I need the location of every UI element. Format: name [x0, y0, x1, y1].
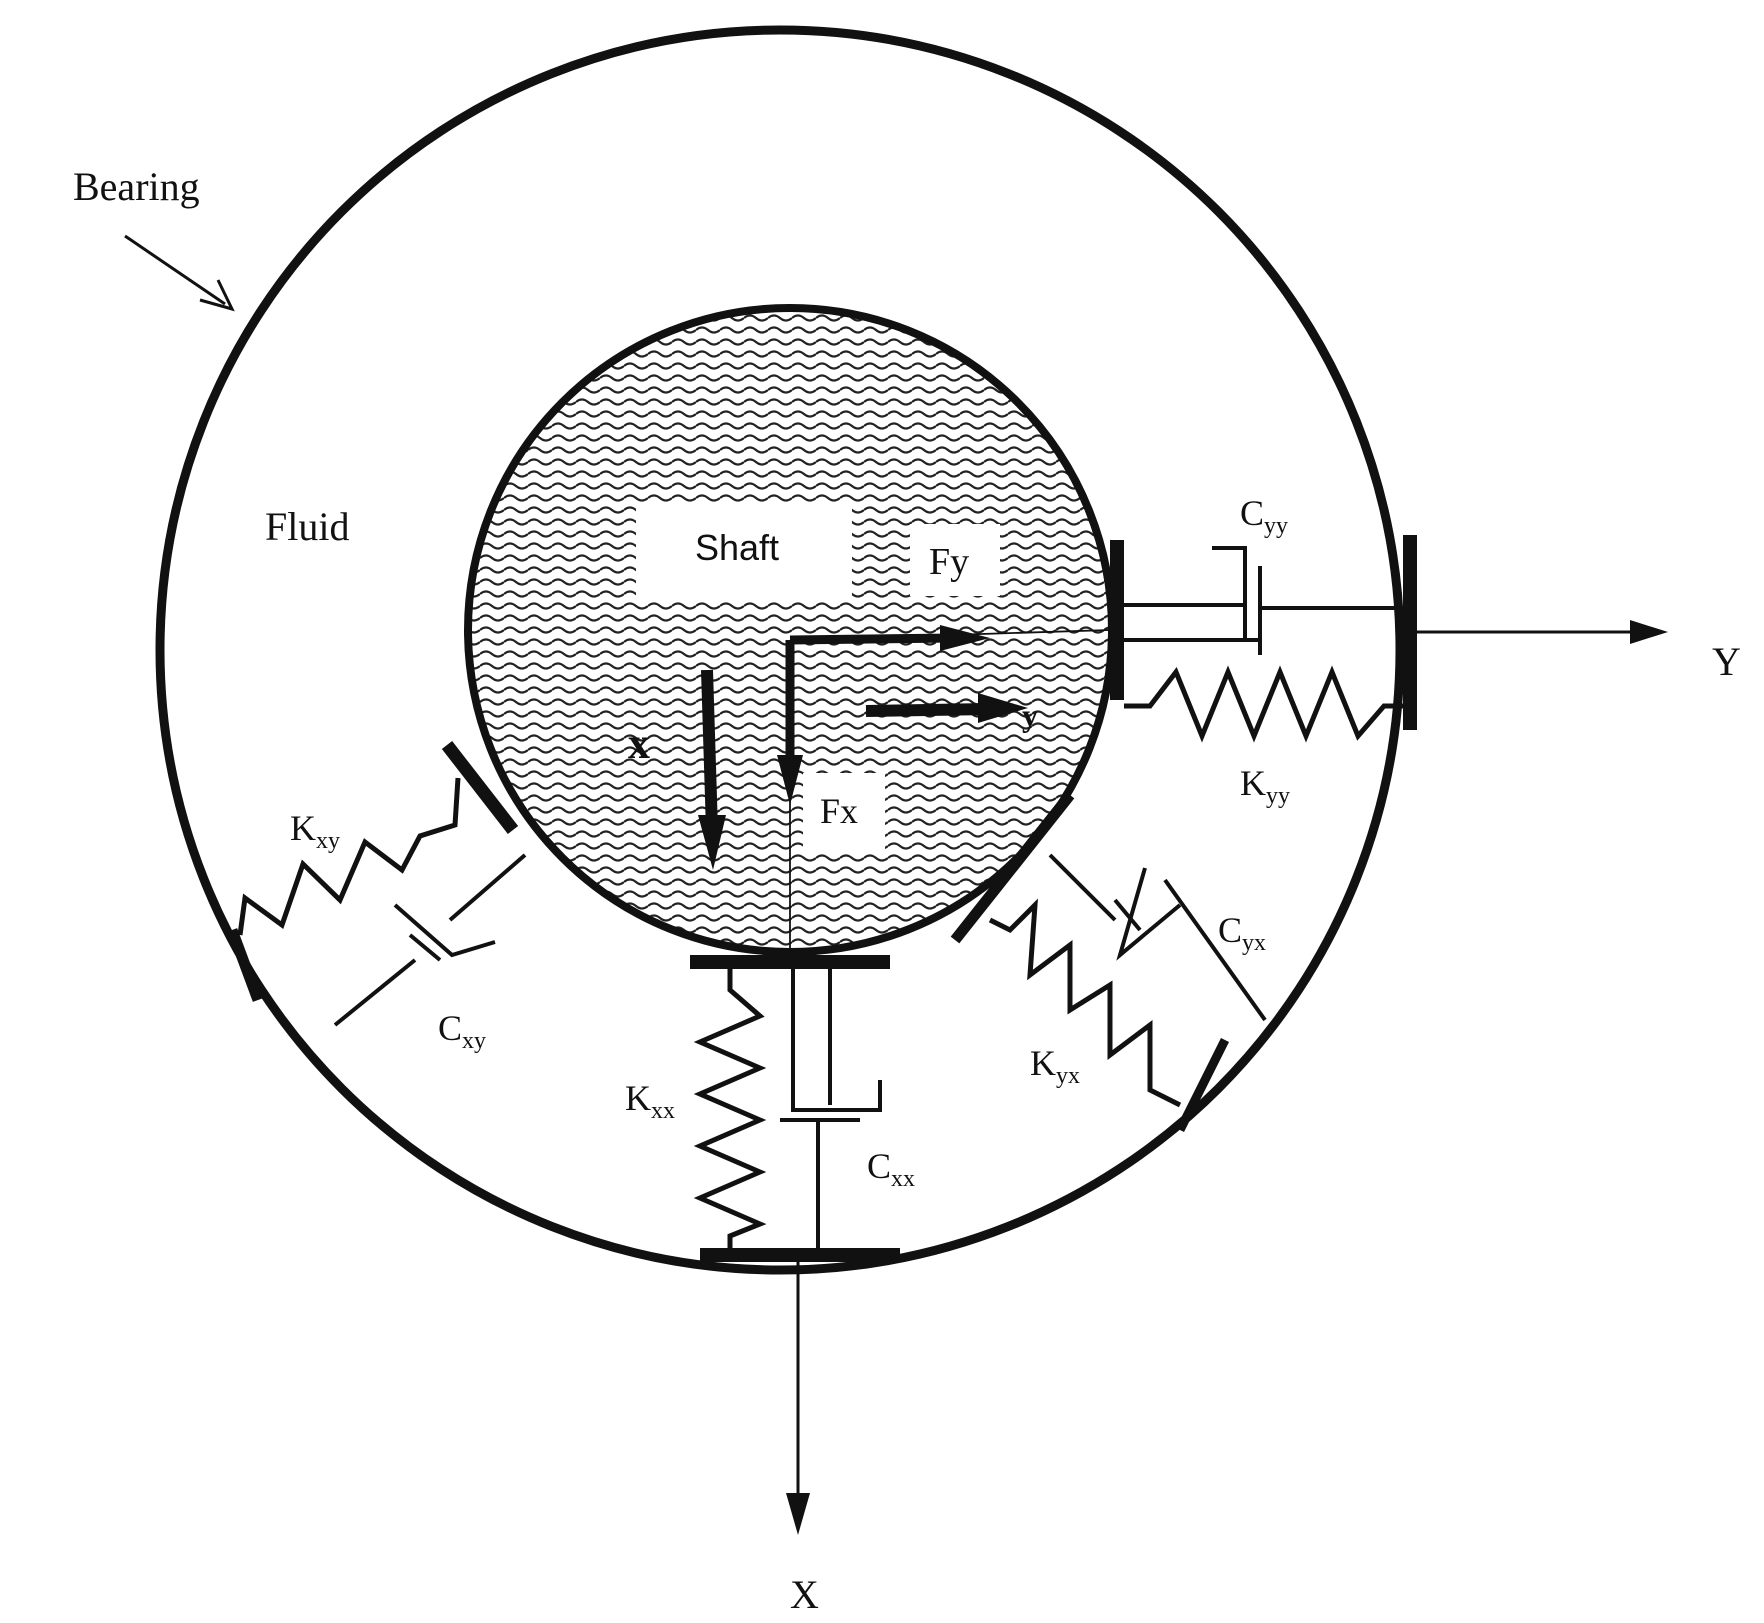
displacement-arrow-y: [865, 693, 1028, 723]
cyx-damper: [1048, 853, 1267, 1022]
cxx-label: Cxx: [867, 1146, 915, 1192]
x-displacement-label: x: [628, 719, 650, 768]
kyx-label: Kyx: [1030, 1043, 1080, 1089]
cyy-label: Cyy: [1240, 493, 1288, 539]
fx-label: Fx: [820, 791, 858, 831]
kxx-spring: [690, 955, 900, 1262]
axis-x-label: X: [790, 1572, 819, 1617]
bearing-ring: [155, 25, 1405, 1275]
y-displacement-label: y: [1022, 697, 1038, 733]
axis-y-label: Y: [1712, 639, 1741, 684]
kxx-label: Kxx: [625, 1078, 675, 1124]
kxy-label: Kxy: [290, 808, 340, 854]
cxy-damper: [333, 853, 527, 1027]
kyy-label: Kyy: [1240, 763, 1290, 809]
force-arrow-fy: [789, 625, 990, 651]
fx-label-box: [803, 773, 885, 853]
fluid-label: Fluid: [265, 504, 349, 549]
cyx-label: Cyx: [1218, 910, 1266, 956]
bearing-label: Bearing: [73, 164, 200, 209]
shaft-label: Shaft: [695, 527, 779, 568]
kxy-spring: [226, 741, 519, 1002]
displacement-arrow-x: [698, 669, 726, 870]
bearing-pointer-arrow: [124, 234, 235, 312]
fy-label: Fy: [929, 541, 969, 583]
axis-y: [1400, 620, 1668, 644]
cxy-label: Cxy: [438, 1008, 486, 1054]
force-arrow-fx: [777, 640, 803, 805]
shaft: [464, 304, 1116, 956]
cxx-damper: [780, 969, 882, 1248]
shaft-label-box: [636, 503, 852, 598]
axis-x: [786, 1258, 810, 1535]
kyy-spring: [1110, 535, 1417, 743]
cyy-damper: [1124, 546, 1403, 655]
kyx-spring: [950, 791, 1230, 1133]
fy-label-box: [910, 524, 1000, 596]
